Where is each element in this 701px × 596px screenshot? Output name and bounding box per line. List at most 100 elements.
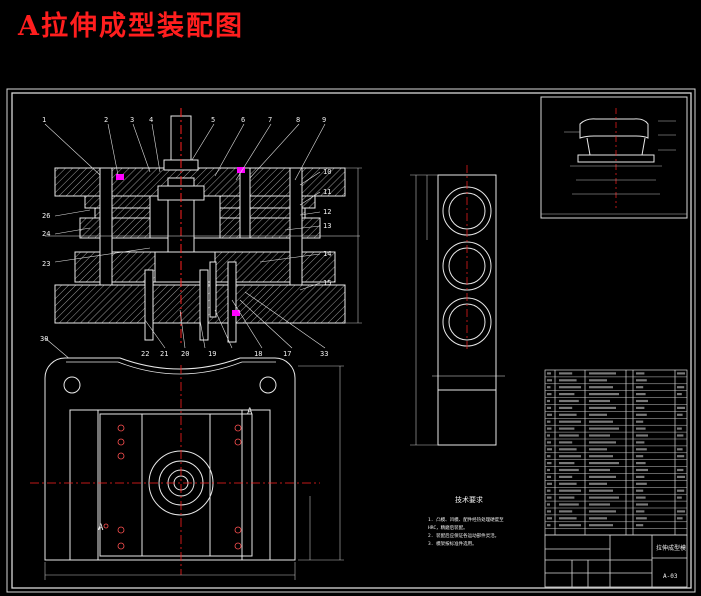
label-14: 14 bbox=[323, 250, 331, 258]
parts-list-cell-text bbox=[636, 462, 646, 465]
bolt-head-right bbox=[237, 167, 245, 173]
parts-list-cell-text bbox=[547, 503, 550, 506]
parts-list-cell-text bbox=[677, 510, 685, 513]
parts-list-cell-text bbox=[547, 524, 551, 527]
parts-list-cell-text bbox=[559, 489, 581, 492]
label-30: 30 bbox=[40, 335, 48, 343]
parts-list-cell-text bbox=[636, 406, 645, 409]
parts-list-cell-text bbox=[547, 420, 551, 423]
parts-list-cell-text bbox=[589, 489, 613, 492]
parts-list-cell-text bbox=[589, 475, 616, 478]
section-view bbox=[54, 115, 346, 343]
label-5: 5 bbox=[211, 116, 215, 124]
parts-list-cell-text bbox=[589, 496, 619, 499]
guide-hole-left bbox=[63, 376, 81, 394]
parts-list-cell-text bbox=[559, 413, 577, 416]
parts-list-cell-text bbox=[547, 496, 552, 499]
parts-list-cell-text bbox=[589, 420, 613, 423]
parts-list-cell-text bbox=[636, 386, 644, 389]
parts-list-cell-text bbox=[559, 434, 579, 437]
parts-list-cell-text bbox=[636, 372, 645, 375]
parts-list-cell-text bbox=[559, 372, 573, 375]
parts-list-cell-text bbox=[547, 386, 551, 389]
label-7: 7 bbox=[268, 116, 272, 124]
parts-list-cell-text bbox=[636, 503, 648, 506]
lower-die-outline bbox=[44, 357, 296, 561]
parts-list-cell-text bbox=[677, 489, 685, 492]
bolt-head-left bbox=[116, 174, 124, 180]
label-24: 24 bbox=[42, 230, 50, 238]
parts-list-cell-text bbox=[547, 372, 551, 375]
parts-list-cell-text bbox=[677, 427, 682, 430]
parts-list-cell-text bbox=[677, 496, 682, 499]
label-12: 12 bbox=[323, 208, 331, 216]
label-23: 23 bbox=[42, 260, 50, 268]
parts-list-text bbox=[547, 372, 685, 527]
parts-list-cell-text bbox=[589, 510, 616, 513]
parts-list-cell-text bbox=[547, 427, 552, 430]
parts-list-cell-text bbox=[636, 379, 647, 382]
parts-list-cell-text bbox=[559, 427, 575, 430]
tech-line-1: 1. 凸模、凹模、配件经热处理硬度至 bbox=[428, 516, 504, 523]
parts-list-cell-text bbox=[636, 434, 648, 437]
title-block-name: 拉伸成型模 bbox=[656, 544, 686, 552]
parts-list-cell-text bbox=[636, 468, 648, 472]
parts-list-cell-text bbox=[547, 441, 551, 444]
label-9: 9 bbox=[322, 116, 326, 124]
inner-frame bbox=[11, 92, 692, 589]
parts-list-cell-text bbox=[559, 503, 579, 506]
parts-list-cell-text bbox=[677, 372, 685, 375]
label-11: 11 bbox=[323, 188, 331, 196]
parts-list-cell-text bbox=[559, 448, 577, 451]
parts-list-cell-text bbox=[636, 524, 644, 527]
parts-list-cell-text bbox=[559, 517, 577, 520]
parts-list-cell-text bbox=[589, 455, 613, 458]
parts-list-cell-text bbox=[547, 475, 551, 478]
label-18: 18 bbox=[254, 350, 262, 358]
label-21: 21 bbox=[160, 350, 168, 358]
parts-list-cell-text bbox=[547, 517, 552, 520]
parts-list-cell-text bbox=[547, 462, 552, 465]
parts-list-cell-text bbox=[589, 379, 607, 382]
parts-list-cell-text bbox=[677, 393, 682, 396]
parts-list-cell-text bbox=[636, 496, 646, 499]
plan-view bbox=[44, 357, 296, 561]
parts-list-cell-text bbox=[677, 468, 684, 472]
guide-hole-right bbox=[259, 376, 277, 394]
guide-post-right bbox=[289, 167, 303, 286]
parts-list-cell-text bbox=[559, 524, 581, 527]
guide-post-left bbox=[99, 167, 113, 286]
parts-list-cell-text bbox=[589, 482, 607, 485]
parts-list-cell-text bbox=[589, 372, 616, 375]
parts-list-cell-text bbox=[677, 406, 685, 409]
parts-list-cell-text bbox=[677, 386, 685, 389]
label-33: 33 bbox=[320, 350, 328, 358]
parts-list-cell-text bbox=[636, 399, 648, 403]
parts-list-cell-text bbox=[636, 413, 647, 416]
parts-list-cell-text bbox=[636, 482, 647, 485]
parts-list-cell-text bbox=[559, 406, 573, 409]
parts-list-cell-text bbox=[636, 393, 646, 396]
label-8: 8 bbox=[296, 116, 300, 124]
outer-frame bbox=[6, 88, 696, 593]
label-13: 13 bbox=[323, 222, 331, 230]
parts-list-cell-text bbox=[636, 427, 646, 430]
parts-list-cell-text bbox=[547, 399, 550, 403]
parts-list-cell-text bbox=[559, 468, 579, 472]
label-6: 6 bbox=[241, 116, 245, 124]
parts-list-cell-text bbox=[559, 455, 581, 458]
parts-list-cell-text bbox=[636, 510, 645, 513]
label-3: 3 bbox=[130, 116, 134, 124]
parts-list-cell-text bbox=[547, 406, 551, 409]
parts-list-cell-text bbox=[677, 517, 683, 520]
parts-list-cell-text bbox=[677, 448, 683, 451]
parts-list-cell-text bbox=[589, 393, 619, 396]
parts-list-cell-text bbox=[559, 399, 579, 403]
parts-list-cell-text bbox=[589, 434, 610, 437]
parts-list-cell-text bbox=[547, 413, 552, 416]
label-10: 10 bbox=[323, 168, 331, 176]
parts-list-cell-text bbox=[636, 448, 647, 451]
parts-list-cell-text bbox=[589, 399, 610, 403]
parts-list-cell-text bbox=[589, 427, 619, 430]
parts-list-cell-text bbox=[636, 517, 647, 520]
